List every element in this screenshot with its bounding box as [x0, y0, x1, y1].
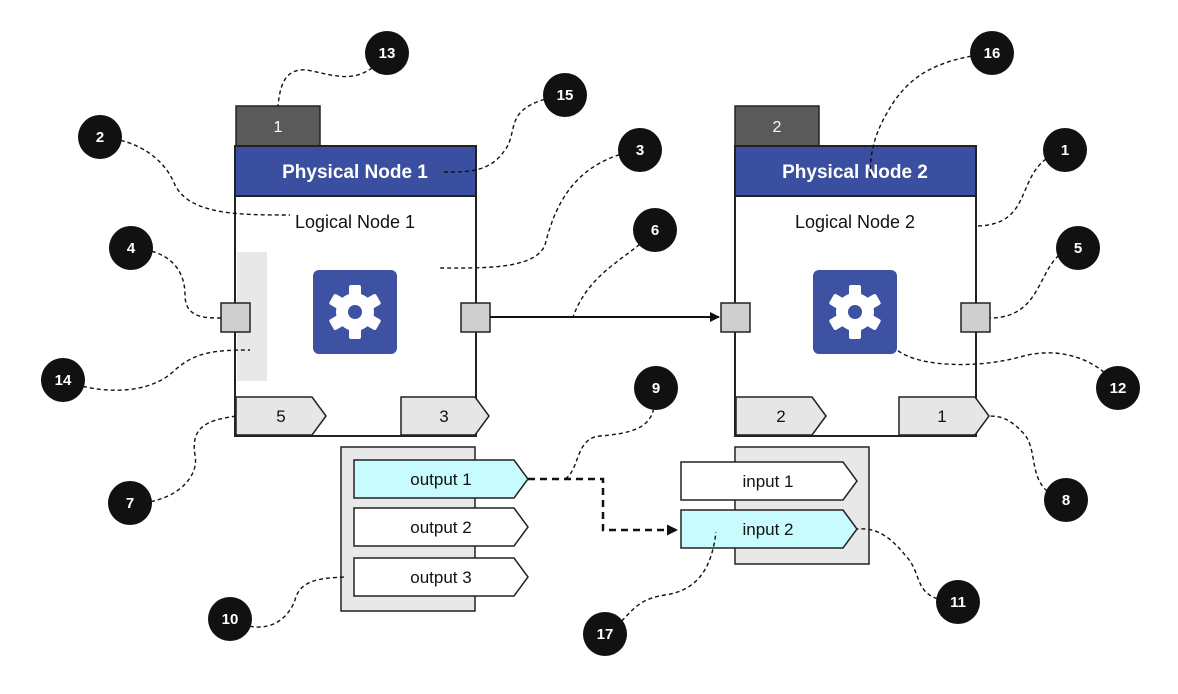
input-item-selected[interactable]	[680, 509, 858, 549]
node-tab-label: 1	[274, 119, 283, 136]
node-tab[interactable]	[235, 105, 321, 147]
svg-text:6: 6	[651, 222, 659, 239]
physical-node-header	[234, 145, 477, 197]
callout-12: 12	[1096, 366, 1140, 410]
node-tab-label: 2	[773, 119, 782, 136]
svg-text:4: 4	[127, 240, 136, 257]
physical-node-title: Physical Node 2	[782, 162, 928, 183]
output-port[interactable]	[960, 302, 991, 333]
input-label: input 1	[742, 472, 793, 491]
svg-text:8: 8	[1062, 492, 1070, 509]
callout-14: 14	[41, 358, 85, 402]
callout-3: 3	[618, 128, 662, 172]
callout-16: 16	[970, 31, 1014, 75]
port-count-badge-right	[898, 396, 990, 436]
port-count-left: 2	[776, 407, 785, 426]
callout-17: 17	[583, 612, 627, 656]
port-count-badge-left	[735, 396, 827, 436]
callout-9: 9	[634, 366, 678, 410]
node-tab[interactable]	[734, 105, 820, 147]
node-1[interactable]: 1 Physical Node 1 Logical Node 1 5 3	[220, 105, 491, 437]
node-2[interactable]: 2 Physical Node 2 Logical Node 2 2 1	[720, 105, 991, 437]
svg-text:16: 16	[984, 45, 1001, 62]
callout-5: 5	[1056, 226, 1100, 270]
callout-7: 7	[108, 481, 152, 525]
callout-11: 11	[936, 580, 980, 624]
input-port[interactable]	[220, 302, 251, 333]
physical-node-header	[734, 145, 977, 197]
port-count-left: 5	[276, 407, 285, 426]
port-count-badge-right	[400, 396, 490, 436]
callout-6: 6	[633, 208, 677, 252]
callout-1: 1	[1043, 128, 1087, 172]
input-port[interactable]	[720, 302, 751, 333]
port-count-badge-left	[235, 396, 327, 436]
svg-text:14: 14	[55, 372, 72, 389]
input-label: input 2	[742, 520, 793, 539]
svg-text:2: 2	[96, 129, 104, 146]
output-item[interactable]	[353, 557, 529, 597]
callout-13: 13	[365, 31, 409, 75]
svg-text:12: 12	[1110, 380, 1127, 397]
input-item[interactable]	[680, 461, 858, 501]
input-panel: input 1 input 2	[680, 446, 870, 565]
svg-text:9: 9	[652, 380, 660, 397]
gear-icon	[313, 270, 397, 354]
callout-10: 10	[208, 597, 252, 641]
leader-lines	[62, 52, 1119, 635]
svg-text:3: 3	[636, 142, 644, 159]
gear-icon	[813, 270, 897, 354]
svg-text:17: 17	[597, 626, 614, 643]
output-item[interactable]	[353, 507, 529, 547]
logical-node-title: Logical Node 2	[795, 212, 915, 232]
io-connection[interactable]	[528, 477, 678, 536]
output-panel: output 1 output 2 output 3	[340, 446, 529, 612]
output-label: output 2	[410, 518, 471, 537]
svg-text:15: 15	[557, 87, 574, 104]
output-label: output 1	[410, 470, 471, 489]
output-label: output 3	[410, 568, 471, 587]
output-port[interactable]	[460, 302, 491, 333]
callout-8: 8	[1044, 478, 1088, 522]
svg-text:5: 5	[1074, 240, 1082, 257]
svg-text:13: 13	[379, 45, 396, 62]
callout-15: 15	[543, 73, 587, 117]
svg-text:1: 1	[1061, 142, 1069, 159]
svg-text:11: 11	[950, 594, 966, 611]
callout-4: 4	[109, 226, 153, 270]
port-count-right: 1	[937, 407, 946, 426]
output-item-selected[interactable]	[353, 459, 529, 499]
physical-node-title: Physical Node 1	[282, 162, 428, 183]
svg-text:10: 10	[222, 611, 239, 628]
port-count-right: 3	[439, 407, 448, 426]
logical-node-title: Logical Node 1	[295, 212, 415, 232]
callout-2: 2	[78, 115, 122, 159]
svg-text:7: 7	[126, 495, 134, 512]
